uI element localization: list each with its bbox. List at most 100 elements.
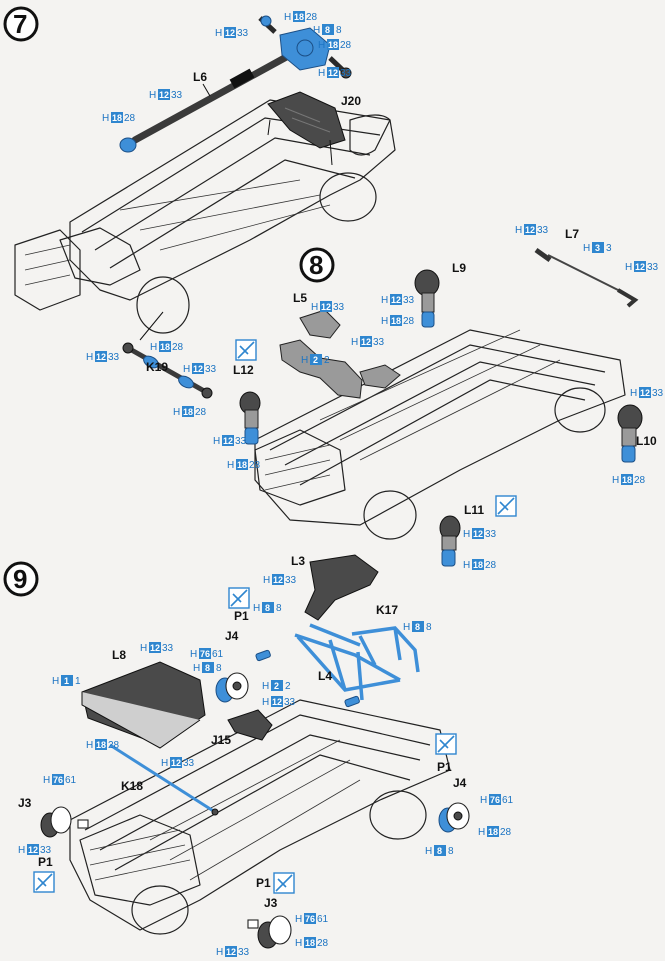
part-l3 (304, 554, 379, 621)
svg-text:H: H (583, 243, 590, 254)
svg-text:61: 61 (212, 649, 224, 660)
svg-text:H: H (318, 68, 325, 79)
part-label-j3-left: J3 (18, 796, 32, 810)
part-label-k18: K18 (121, 779, 143, 793)
svg-text:H: H (295, 938, 302, 949)
svg-text:28: 28 (195, 407, 207, 418)
svg-text:18: 18 (112, 113, 122, 123)
svg-text:12: 12 (226, 947, 236, 957)
svg-text:33: 33 (340, 68, 352, 79)
svg-text:8: 8 (448, 846, 454, 857)
part-label-j4-left: J4 (225, 629, 239, 643)
svg-text:33: 33 (108, 352, 120, 363)
svg-text:33: 33 (373, 337, 385, 348)
svg-text:H: H (425, 846, 432, 857)
svg-text:2: 2 (313, 355, 318, 365)
svg-text:33: 33 (171, 90, 183, 101)
part-label-k19: K19 (146, 360, 168, 374)
svg-text:18: 18 (328, 40, 338, 50)
svg-text:8: 8 (265, 603, 270, 613)
svg-text:H: H (284, 12, 291, 23)
svg-text:H: H (301, 355, 308, 366)
svg-text:28: 28 (403, 316, 415, 327)
svg-text:H: H (311, 302, 318, 313)
svg-text:28: 28 (249, 460, 261, 471)
svg-text:12: 12 (635, 262, 645, 272)
svg-text:8: 8 (437, 846, 442, 856)
svg-text:H: H (52, 676, 59, 687)
svg-text:H: H (630, 388, 637, 399)
svg-text:33: 33 (537, 225, 549, 236)
svg-text:3: 3 (595, 243, 600, 253)
svg-text:33: 33 (284, 697, 296, 708)
step-9-chassis (69, 699, 451, 935)
part-l8 (81, 661, 206, 749)
svg-text:H: H (161, 758, 168, 769)
svg-text:3: 3 (606, 243, 612, 254)
svg-text:33: 33 (183, 758, 195, 769)
svg-text:12: 12 (193, 364, 203, 374)
leader-l6 (202, 83, 211, 97)
part-k18 (109, 743, 219, 816)
svg-text:18: 18 (473, 560, 483, 570)
svg-text:8: 8 (205, 663, 210, 673)
no-glue-icon (228, 587, 250, 609)
part-l12 (239, 391, 261, 445)
part-label-p1-b: P1 (437, 760, 452, 774)
svg-text:61: 61 (502, 795, 514, 806)
svg-text:28: 28 (340, 40, 352, 51)
svg-text:28: 28 (108, 740, 120, 751)
part-j3-right (247, 915, 292, 949)
svg-text:12: 12 (391, 295, 401, 305)
svg-text:18: 18 (96, 740, 106, 750)
svg-text:9: 9 (13, 564, 27, 594)
svg-text:H: H (86, 740, 93, 751)
svg-text:33: 33 (333, 302, 345, 313)
svg-text:76: 76 (200, 649, 210, 659)
part-label-p1-d: P1 (256, 876, 271, 890)
svg-text:H: H (625, 262, 632, 273)
svg-text:H: H (86, 352, 93, 363)
svg-text:33: 33 (40, 845, 52, 856)
svg-text:76: 76 (53, 775, 63, 785)
svg-text:1: 1 (64, 676, 69, 686)
svg-text:8: 8 (415, 622, 420, 632)
svg-text:33: 33 (162, 643, 174, 654)
svg-text:H: H (381, 295, 388, 306)
svg-text:H: H (612, 475, 619, 486)
svg-text:12: 12 (225, 28, 235, 38)
svg-text:8: 8 (276, 603, 282, 614)
svg-text:H: H (262, 681, 269, 692)
part-j20 (267, 91, 346, 149)
svg-text:12: 12 (223, 436, 233, 446)
part-label-j4-right: J4 (453, 776, 467, 790)
svg-text:12: 12 (361, 337, 371, 347)
svg-text:H: H (253, 603, 260, 614)
part-label-l6: L6 (193, 70, 207, 84)
svg-text:12: 12 (150, 643, 160, 653)
svg-text:18: 18 (488, 827, 498, 837)
step-7-number: 7 (3, 6, 39, 42)
svg-text:H: H (381, 316, 388, 327)
svg-text:H: H (263, 575, 270, 586)
step-7-chassis (14, 99, 396, 334)
svg-text:28: 28 (634, 475, 646, 486)
